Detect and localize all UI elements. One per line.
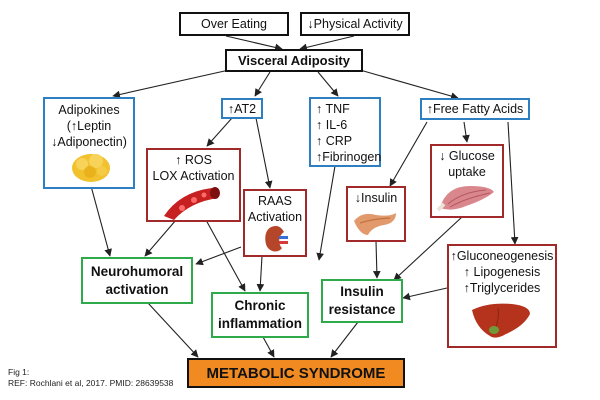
arrow-ffa-gluconeogenesis bbox=[507, 121, 519, 245]
adiponectin-label: ↓Adiponectin) bbox=[51, 135, 127, 149]
raas-box: RAAS Activation bbox=[243, 189, 307, 257]
chronic-label: Chronic bbox=[234, 298, 286, 313]
arrow-cytokines-chronic bbox=[316, 165, 336, 261]
ros-label: ↑ ROS bbox=[175, 153, 212, 167]
uptake-label: uptake bbox=[448, 165, 486, 179]
chronic-inflammation-box: Chronic inflammation bbox=[211, 292, 309, 338]
lipogenesis-label: ↑ Lipogenesis bbox=[463, 265, 541, 279]
crp-label: ↑ CRP bbox=[316, 134, 353, 148]
triglycerides-label: ↑Triglycerides bbox=[463, 281, 541, 295]
arrow-insulin-resistance bbox=[372, 240, 381, 279]
glucose-label: ↓ Glucose bbox=[439, 149, 495, 163]
arrow-activity-visceral bbox=[299, 35, 355, 52]
muscle-icon bbox=[436, 186, 494, 212]
physical-activity-box: ↓Physical Activity bbox=[300, 12, 410, 36]
liver-icon bbox=[472, 303, 530, 338]
arrow-ros-neuro bbox=[144, 219, 177, 257]
neurohumoral-label: Neurohumoral bbox=[90, 263, 184, 279]
activation-label: activation bbox=[105, 281, 169, 297]
insulin-label: ↓Insulin bbox=[354, 191, 398, 205]
arrow-ffa-glucose bbox=[462, 121, 470, 143]
arrow-resistance-metabolic bbox=[330, 321, 359, 358]
lox-label: LOX Activation bbox=[152, 169, 235, 183]
physical-activity-label: ↓Physical Activity bbox=[307, 17, 403, 31]
arrow-at2-ros bbox=[206, 117, 233, 147]
arrow-gluconeo-resistance bbox=[402, 287, 448, 301]
gluconeogenesis-label: ↑Gluconeogenesis bbox=[450, 249, 554, 263]
metabolic-syndrome-label: METABOLIC SYNDROME bbox=[206, 364, 386, 382]
raas-activation-label: Activation bbox=[247, 210, 303, 224]
arrow-visceral-at2 bbox=[254, 71, 271, 97]
raas-label: RAAS bbox=[257, 194, 293, 208]
metabolic-syndrome-box: METABOLIC SYNDROME bbox=[187, 358, 405, 388]
arrow-ffa-insulin bbox=[389, 121, 428, 187]
fat-tissue-icon bbox=[72, 154, 110, 182]
visceral-adiposity-box: Visceral Adiposity bbox=[225, 49, 363, 72]
resistance-label: resistance bbox=[328, 302, 396, 317]
adipokines-label: Adipokines bbox=[58, 103, 120, 117]
pancreas-icon bbox=[354, 213, 396, 235]
tnf-label: ↑ TNF bbox=[316, 102, 350, 116]
il6-label: ↑ IL-6 bbox=[316, 118, 348, 132]
insulin-resistance-label: Insulin bbox=[340, 284, 384, 299]
arrow-chronic-metabolic bbox=[262, 336, 275, 358]
cytokines-box: ↑ TNF ↑ IL-6 ↑ CRP ↑Fibrinogen bbox=[309, 97, 381, 167]
arrow-neuro-metabolic bbox=[147, 302, 199, 358]
ffa-box: ↑Free Fatty Acids bbox=[420, 98, 530, 120]
arrow-glucose-resistance bbox=[393, 216, 463, 281]
arrow-ros-chronic bbox=[205, 219, 246, 292]
insulin-resistance-box: Insulin resistance bbox=[321, 279, 403, 323]
at2-box: ↑AT2 bbox=[221, 98, 263, 119]
arrow-visceral-adipokines bbox=[112, 69, 230, 99]
ros-box: ↑ ROS LOX Activation bbox=[146, 148, 241, 222]
inflammation-label: inflammation bbox=[217, 316, 302, 331]
over-eating-box: Over Eating bbox=[179, 12, 289, 36]
arrow-overeating-visceral bbox=[225, 35, 283, 52]
arrow-raas-chronic bbox=[256, 255, 265, 292]
leptin-label: (↑Leptin bbox=[66, 119, 112, 133]
over-eating-label: Over Eating bbox=[200, 17, 267, 31]
at2-label: ↑AT2 bbox=[227, 101, 257, 116]
arrow-visceral-ffa bbox=[359, 69, 459, 100]
figure-label: Fig 1: bbox=[8, 367, 30, 377]
arrow-adipokines-neuro bbox=[90, 185, 112, 257]
kidney-icon bbox=[265, 226, 288, 252]
arrow-raas-neuro bbox=[195, 246, 242, 266]
arrow-visceral-cytokines bbox=[317, 71, 339, 97]
blood-vessel-icon bbox=[164, 187, 220, 220]
visceral-adiposity-label: Visceral Adiposity bbox=[238, 52, 350, 68]
reference-label: REF: Rochlani et al, 2017. PMID: 2863953… bbox=[8, 378, 174, 388]
arrow-at2-raas bbox=[255, 117, 273, 189]
ffa-label: ↑Free Fatty Acids bbox=[426, 102, 524, 116]
neurohumoral-box: Neurohumoral activation bbox=[81, 257, 193, 304]
insulin-box: ↓Insulin bbox=[346, 186, 406, 242]
fibrinogen-label: ↑Fibrinogen bbox=[316, 150, 382, 164]
